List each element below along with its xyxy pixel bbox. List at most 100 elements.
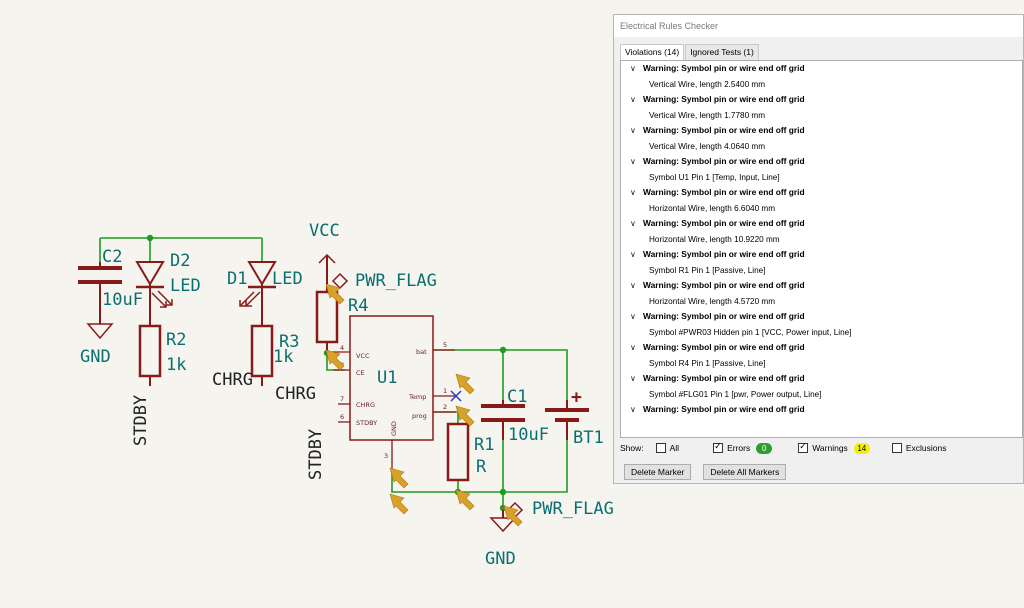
violation-detail-row[interactable]: Horizontal Wire, length 4.5720 mm [649, 296, 776, 306]
tab-ignored-tests[interactable]: Ignored Tests (1) [685, 44, 759, 60]
violation-warning-row[interactable]: ∨ Warning: Symbol pin or wire end off gri… [621, 154, 1022, 170]
led-d1 [239, 261, 277, 326]
violation-warning-text: Warning: Symbol pin or wire end off grid [643, 125, 805, 135]
svg-text:GND: GND [390, 421, 398, 436]
r2-value: 1k [166, 355, 186, 375]
chevron-down-icon[interactable]: ∨ [630, 95, 636, 104]
violation-detail-row[interactable]: Symbol #PWR03 Hidden pin 1 [VCC, Power i… [649, 327, 852, 337]
schematic-labels: C2 10uF D2 LED GND R2 1k D1 LED R3 1k CH… [80, 221, 614, 569]
violation-detail-row[interactable]: Symbol U1 Pin 1 [Temp, Input, Line] [649, 172, 780, 182]
c1-value: 10uF [508, 425, 549, 445]
delete-all-markers-button[interactable]: Delete All Markers [703, 464, 787, 480]
battery-bt1 [545, 400, 589, 440]
erc-marker-arrow[interactable] [325, 349, 345, 371]
violation-warning-text: Warning: Symbol pin or wire end off grid [643, 311, 805, 321]
c2-ref: C2 [102, 247, 122, 267]
no-connect-marker [450, 390, 462, 402]
svg-text:prog: prog [412, 412, 427, 420]
vcc-label: VCC [309, 221, 340, 241]
errors-label: Errors [727, 443, 751, 453]
violation-warning-row[interactable]: ∨Warning: Symbol pin or wire end off gri… [621, 61, 1022, 77]
r2-ref: R2 [166, 330, 186, 350]
violation-detail-row[interactable]: Vertical Wire, length 1.7780 mm [649, 110, 766, 120]
svg-text:STDBY: STDBY [356, 419, 377, 427]
chevron-down-icon[interactable]: ∨ [630, 281, 636, 290]
erc-marker-arrow[interactable] [389, 493, 409, 515]
c1-ref: C1 [507, 387, 527, 407]
chevron-down-icon[interactable]: ∨ [630, 250, 636, 259]
erc-marker-arrow[interactable] [389, 467, 409, 489]
erc-marker-arrow[interactable] [455, 373, 475, 395]
svg-text:4: 4 [340, 344, 344, 352]
violation-detail-row[interactable]: Symbol #FLG01 Pin 1 [pwr, Power output, … [649, 389, 822, 399]
violation-detail-row[interactable]: Symbol R4 Pin 1 [Passive, Line] [649, 358, 766, 368]
r4-ref: R4 [348, 296, 368, 316]
violation-detail-row[interactable]: Vertical Wire, length 4.0640 mm [649, 141, 766, 151]
d2-ref: D2 [170, 251, 190, 271]
erc-marker-arrow[interactable] [455, 489, 475, 511]
exclusions-label: Exclusions [905, 443, 947, 453]
all-checkbox[interactable] [655, 443, 666, 453]
bt1-plus: + [571, 387, 582, 408]
violation-detail-row[interactable]: Symbol R1 Pin 1 [Passive, Line] [649, 265, 766, 275]
stdby-net-left: STDBY [131, 395, 151, 446]
violation-warning-text: Warning: Symbol pin or wire end off grid [643, 218, 805, 228]
svg-text:7: 7 [340, 395, 344, 403]
led-d2 [135, 261, 173, 326]
violations-list[interactable]: ∨ Warning: Symbol pin or wire end off gri… [620, 60, 1023, 438]
svg-text:Temp: Temp [408, 393, 426, 401]
resistor-r1 [446, 422, 470, 482]
violation-warning-row[interactable]: ∨Warning: Symbol pin or wire end off gri… [621, 340, 1022, 356]
chevron-down-icon[interactable]: ∨ [630, 126, 636, 135]
errors-checkbox[interactable] [713, 441, 724, 453]
violation-warning-row[interactable]: ∨Warning: Symbol pin or wire end off gri… [621, 402, 1022, 418]
violation-detail-row[interactable]: Vertical Wire, length 2.5400 mm [649, 79, 766, 89]
violation-warning-row[interactable]: ∨ Warning: Symbol pin or wire end off gri… [621, 247, 1022, 263]
filter-exclusions[interactable]: Exclusions [891, 443, 947, 453]
violation-warning-row[interactable]: ∨Warning: Symbol pin or wire end off gri… [621, 185, 1022, 201]
erc-markers[interactable] [325, 283, 523, 527]
violation-warning-row[interactable]: ∨ Warning: Symbol pin or wire end off gri… [621, 309, 1022, 325]
exclusions-checkbox[interactable] [891, 443, 902, 453]
gnd-symbol-bottom [489, 510, 517, 533]
violation-warning-text: Warning: Symbol pin or wire end off grid [643, 249, 805, 259]
chevron-down-icon[interactable]: ∨ [630, 64, 636, 73]
erc-dialog-title: Electrical Rules Checker [614, 15, 1023, 37]
violation-warning-row[interactable]: ∨ Warning: Symbol pin or wire end off gri… [621, 216, 1022, 232]
filter-warnings[interactable]: Warnings 14 [798, 441, 870, 454]
chevron-down-icon[interactable]: ∨ [630, 157, 636, 166]
bt1-ref: BT1 [573, 428, 604, 448]
delete-marker-button[interactable]: Delete Marker [624, 464, 692, 480]
erc-marker-arrow[interactable] [325, 283, 345, 305]
resistor-r2 [138, 324, 162, 378]
violation-warning-text: Warning: Symbol pin or wire end off grid [643, 94, 805, 104]
tab-violations[interactable]: Violations (14) [620, 44, 685, 61]
erc-marker-arrow[interactable] [503, 505, 523, 527]
warnings-checkbox[interactable] [798, 441, 809, 453]
violation-warning-row[interactable]: ∨ Warning: Symbol pin or wire end off gri… [621, 92, 1022, 108]
chevron-down-icon[interactable]: ∨ [630, 188, 636, 197]
violation-warning-text: Warning: Symbol pin or wire end off grid [643, 156, 805, 166]
chevron-down-icon[interactable]: ∨ [630, 312, 636, 321]
pwr-flag-bottom-label: PWR_FLAG [532, 499, 614, 519]
violation-detail-row[interactable]: Horizontal Wire, length 6.6040 mm [649, 203, 776, 213]
violation-warning-row[interactable]: ∨ Warning: Symbol pin or wire end off gri… [621, 123, 1022, 139]
errors-count-badge: 0 [756, 442, 773, 454]
capacitor-c2 [78, 262, 122, 324]
chevron-down-icon[interactable]: ∨ [630, 405, 636, 414]
chevron-down-icon[interactable]: ∨ [630, 343, 636, 352]
violation-detail-row[interactable]: Horizontal Wire, length 10.9220 mm [649, 234, 780, 244]
gnd-symbol-left [86, 323, 114, 340]
pwr-flag-top-symbol [331, 272, 349, 290]
chevron-down-icon[interactable]: ∨ [630, 374, 636, 383]
violation-warning-text: Warning: Symbol pin or wire end off grid [643, 373, 805, 383]
erc-marker-arrow[interactable] [455, 405, 475, 427]
violation-warning-row[interactable]: ∨Warning: Symbol pin or wire end off gri… [621, 278, 1022, 294]
filter-errors[interactable]: Errors 0 [713, 441, 773, 454]
svg-text:2: 2 [443, 403, 447, 411]
violation-warning-row[interactable]: ∨ Warning: Symbol pin or wire end off gri… [621, 371, 1022, 387]
chevron-down-icon[interactable]: ∨ [630, 219, 636, 228]
filter-all[interactable]: All [655, 443, 679, 453]
u1-pin-labels: VCC CE CHRG STDBY GND bat Temp prog 4 8 … [340, 341, 447, 460]
